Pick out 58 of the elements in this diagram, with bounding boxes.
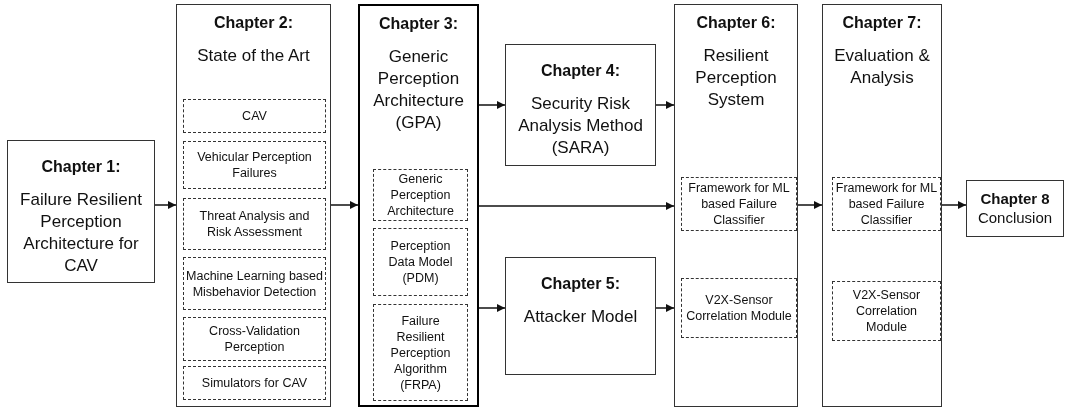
chapter-title: Evaluation & Analysis [833,45,931,89]
chapter-title: Conclusion [977,208,1053,228]
chapter-heading: Chapter 1: [41,157,121,177]
arrow [478,202,675,210]
arrow [330,201,359,209]
section-text: Framework for ML based Failure Classifier [687,180,791,228]
section-text: Threat Analysis and Risk Assessment [198,208,311,240]
arrow [797,201,823,209]
section-text: Failure Resilient Perception Algorithm (FRPA) [389,312,452,393]
section-box [183,257,326,310]
section-text: V2X-Sensor Correlation Module [851,287,922,335]
section-box [183,141,326,189]
section-box [183,198,326,250]
arrow [478,304,506,312]
chapter-box [674,4,798,407]
arrow [941,201,967,209]
section-text: CAV [242,108,267,124]
section-box [373,228,468,296]
chapter-heading: Chapter 4: [540,61,621,81]
chapter-box [505,44,656,166]
arrow [478,101,506,109]
chapter-title: Resilient Perception System [694,45,778,111]
chapter-heading: Chapter 8 [980,189,1050,209]
chapter-box [822,4,942,407]
chapter-heading: Chapter 3: [378,14,459,34]
chapter-box [358,4,479,407]
section-text: Cross-Validation Perception [208,323,301,355]
section-text: Framework for ML based Failure Classifier [835,180,938,228]
section-box [373,304,468,401]
section-box [373,169,468,221]
chapter-title: Attacker Model [522,306,639,328]
section-text: Simulators for CAV [201,375,308,391]
chapter-box [176,4,331,407]
chapter-heading: Chapter 6: [696,13,776,33]
chapter-heading: Chapter 7: [842,13,922,33]
section-box [183,99,326,133]
section-box [183,366,326,400]
chapter-box [966,180,1064,237]
chapter-heading: Chapter 5: [540,274,621,294]
section-box [183,317,326,361]
arrow [154,201,177,209]
arrow [655,304,675,312]
chapter-heading: Chapter 2: [213,13,294,33]
section-box [681,278,797,338]
section-text: Generic Perception Architecture [386,171,455,219]
chapter-title: Security Risk Analysis Method (SARA) [517,93,644,159]
chapter-title: State of the Art [196,45,311,67]
section-text: Machine Learning based Misbehavior Detection [186,267,323,300]
section-box [832,281,941,341]
chapter-title: Failure Resilient Perception Architecture for CAV [19,189,143,277]
chapter-box [505,257,656,375]
arrow [655,101,675,109]
section-text: Vehicular Perception Failures [196,149,313,181]
chapter-title: Generic Perception Architecture (GPA) [372,46,465,134]
section-text: V2X-Sensor Correlation Module [685,292,793,324]
section-text: Perception Data Model (PDM) [387,238,454,286]
section-box [681,177,797,231]
chapter-box [7,140,155,283]
